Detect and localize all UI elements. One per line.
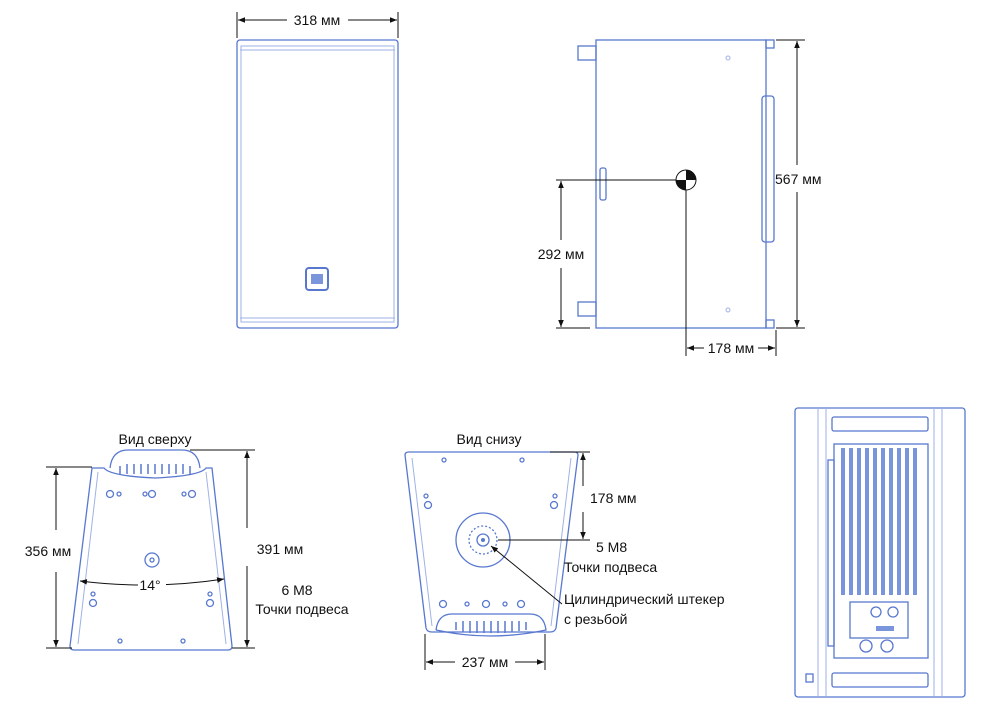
handle-grip-icon [119, 464, 191, 474]
top-points-count: 6 M8 [281, 582, 312, 598]
top-view-title: Вид сверху [119, 431, 192, 447]
bottom-offset-label: 178 мм [590, 490, 637, 506]
bottom-view: Вид снизу 178 мм 5 M8 Точки подвеса Цили… [404, 431, 725, 670]
side-height-label: 567 мм [775, 171, 822, 187]
top-depth-label: 356 мм [25, 543, 72, 559]
top-view: Вид сверху 14° 356 мм 391 мм 6 M8 Точки [25, 431, 349, 651]
brand-logo-icon [305, 267, 329, 291]
bottom-view-title: Вид снизу [456, 431, 521, 447]
front-width-label: 318 мм [294, 12, 341, 28]
socket-label-line2: с резьбой [564, 611, 628, 627]
side-view: 292 мм 567 мм 178 мм [538, 39, 822, 356]
handle-grip-icon [455, 621, 527, 633]
bottom-points-count: 5 M8 [596, 539, 627, 555]
angle-label: 14° [139, 577, 160, 593]
top-points-label: Точки подвеса [255, 601, 348, 617]
cg-depth-label: 178 мм [708, 340, 755, 356]
top-depth-handle-label: 391 мм [257, 541, 304, 557]
socket-label-line1: Цилиндрический штекер [564, 591, 725, 607]
xlr-connector-icon [859, 606, 899, 653]
front-view: 318 мм [236, 12, 399, 329]
center-of-gravity-icon [675, 169, 697, 191]
pole-socket-icon [455, 512, 511, 568]
rear-view [794, 407, 966, 698]
cg-height-label: 292 мм [538, 246, 585, 262]
heatsink-icon [841, 448, 917, 595]
bottom-width-label: 237 мм [462, 654, 509, 670]
bottom-points-label: Точки подвеса [564, 559, 657, 575]
